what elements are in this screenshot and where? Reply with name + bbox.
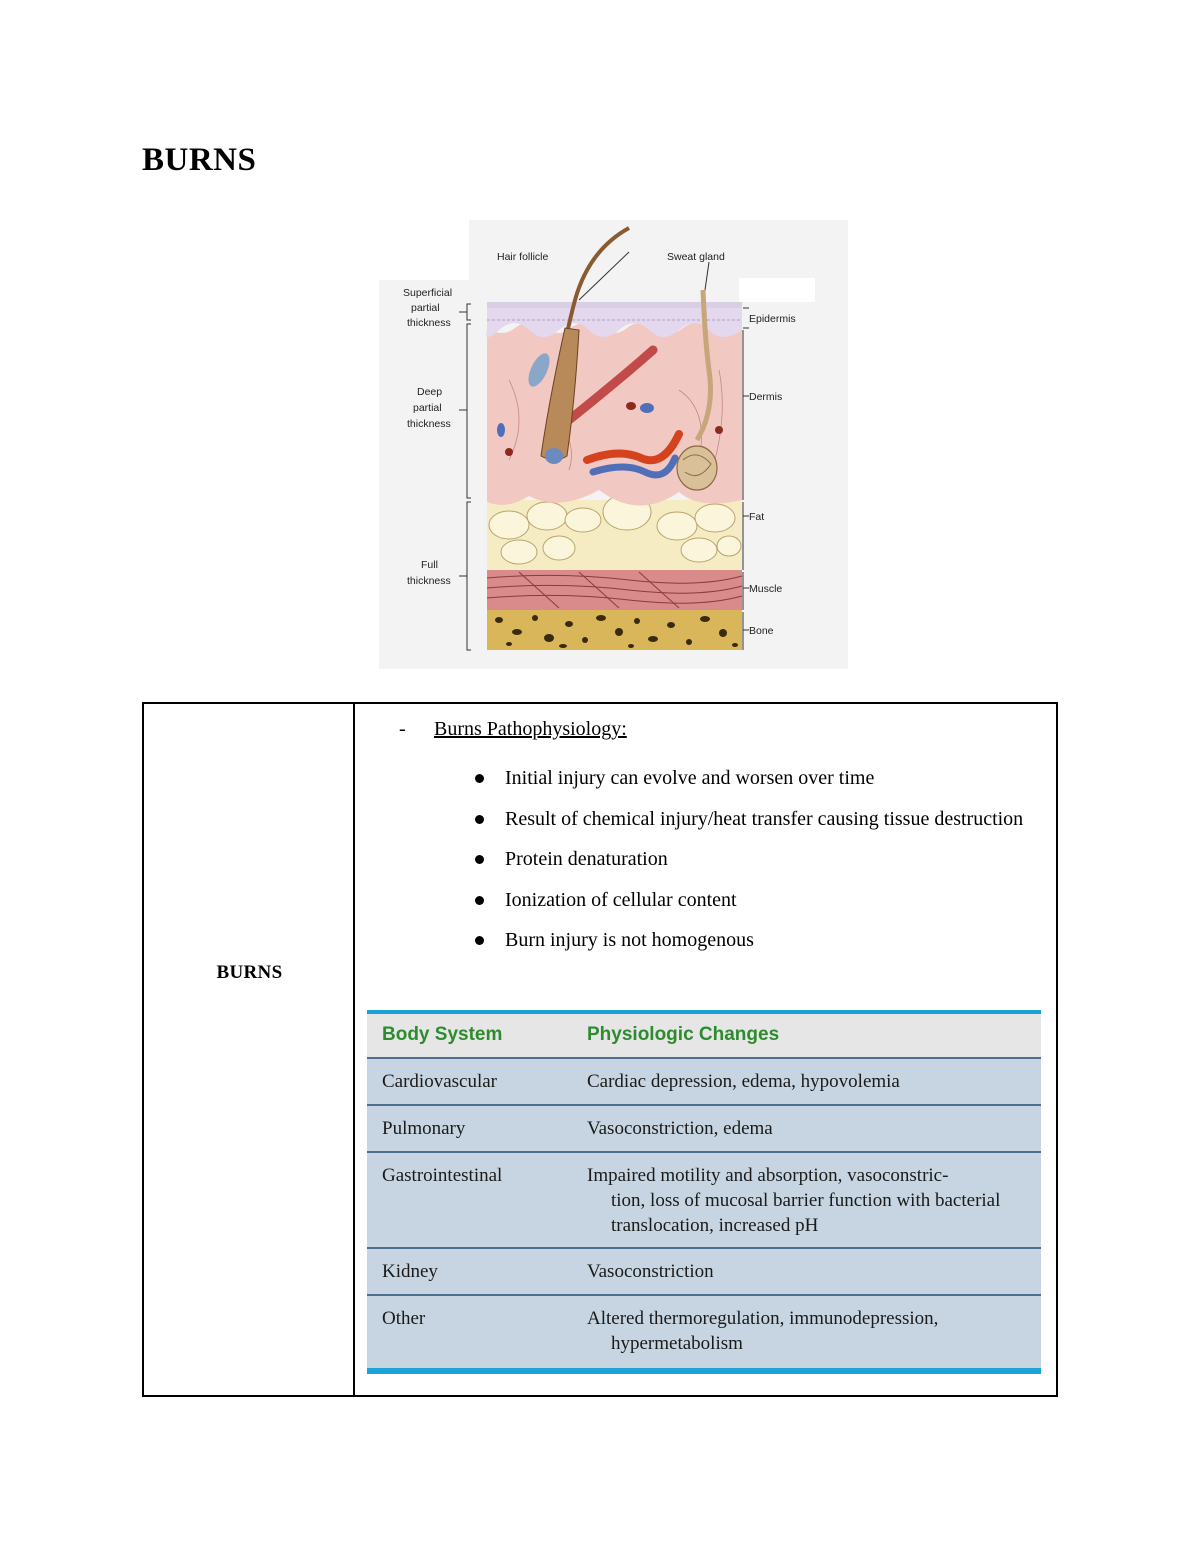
table-header: Body System Physiologic Changes [367,1014,1041,1059]
bullet-icon [475,895,484,905]
hair-follicle [540,226,630,464]
bone-label: Bone [749,625,774,637]
heading-text: Burns Pathophysiology: [434,718,627,740]
list-item: Result of chemical injury/heat transfer … [467,799,1051,840]
list-item: Burn injury is not homogenous [467,920,1051,961]
dermis-label: Dermis [749,391,782,403]
bullet-icon [475,814,484,824]
change-cell: Altered thermoregulation, immunodepressi… [587,1308,939,1354]
superficial-label-2: partial [411,302,440,314]
sweat-gland [676,289,718,491]
bullet-icon [475,774,484,783]
muscle-layer [486,570,743,610]
skin-layers-diagram: Hair follicle Sweat gland Superficial pa… [379,220,848,669]
physiologic-changes-table: Body System Physiologic Changes Cardiova… [367,1010,1041,1374]
body-system-cell: Kidney [382,1261,438,1282]
change-cell: Cardiac depression, edema, hypovolemia [587,1071,900,1092]
superficial-label-1: Superficial [403,287,452,299]
table-left-cell: BURNS [144,704,355,1395]
table-top-rule [367,1010,1041,1014]
table-row: Cardiovascular Cardiac depression, edema… [367,1059,1041,1106]
sweat-gland-label: Sweat gland [667,251,725,263]
superficial-label-3: thickness [407,317,451,329]
heading-dash: - [399,718,406,740]
list-item: Ionization of cellular content [467,880,1051,921]
bullet-icon [475,936,484,945]
deep-label-2: partial [413,402,442,414]
body-system-cell: Gastrointestinal [382,1165,503,1186]
body-system-cell: Pulmonary [382,1118,466,1139]
deep-label-1: Deep [417,386,442,398]
list-item: Protein denaturation [467,839,1051,880]
muscle-label: Muscle [749,583,782,595]
change-cell: Impaired motility and absorption, vasoco… [587,1165,1001,1236]
table-row: Gastrointestinal Impaired motility and a… [367,1153,1041,1249]
header-body-system: Body System [382,1024,503,1045]
list-item: Initial injury can evolve and worsen ove… [467,758,1051,799]
epidermis-label: Epidermis [749,313,796,325]
burns-table: BURNS - Burns Pathophysiology: Initial i… [142,702,1058,1397]
bone-layer [487,610,742,650]
body-system-cell: Other [382,1308,426,1329]
bullet-icon [475,855,484,864]
table-row: Other Altered thermoregulation, immunode… [367,1296,1041,1368]
fat-label: Fat [749,511,764,523]
table-bottom-rule [367,1368,1041,1374]
fat-layer [487,493,742,570]
table-row: Pulmonary Vasoconstriction, edema [367,1106,1041,1153]
change-cell: Vasoconstriction [587,1261,714,1282]
deep-label-3: thickness [407,418,451,430]
change-cell: Vasoconstriction, edema [587,1118,773,1139]
full-label-2: thickness [407,575,451,587]
pathophysiology-bullet-list: Initial injury can evolve and worsen ove… [467,758,1051,961]
body-system-cell: Cardiovascular [382,1071,498,1092]
row-label: BURNS [216,962,283,983]
header-physiologic-changes: Physiologic Changes [587,1024,780,1045]
hair-follicle-label: Hair follicle [497,251,549,263]
epidermis-layer [486,302,742,337]
full-label-1: Full [421,559,438,571]
page-title: BURNS [142,142,257,178]
table-row: Kidney Vasoconstriction [367,1249,1041,1296]
table-right-cell: - Burns Pathophysiology: Initial injury … [357,704,1056,1395]
